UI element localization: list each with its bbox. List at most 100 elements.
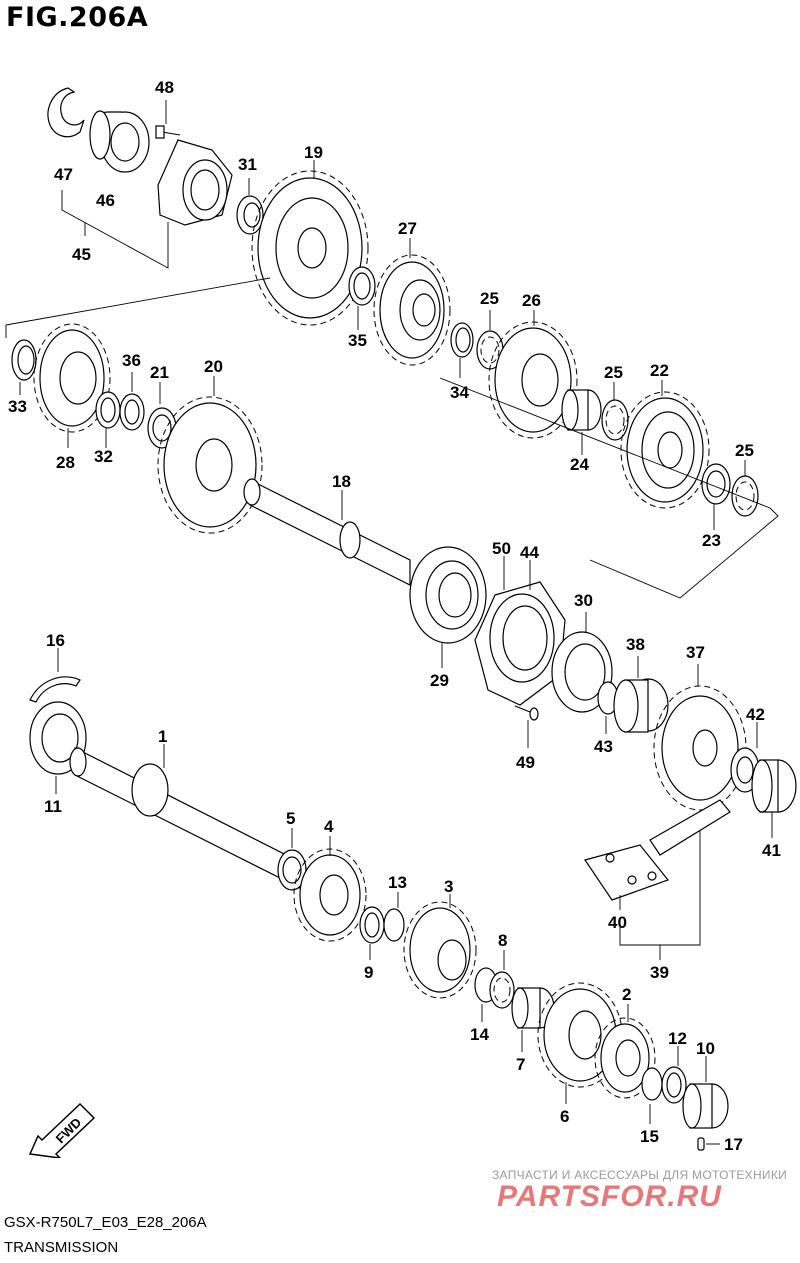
gear-28 — [33, 323, 111, 448]
callout-12: 12 — [668, 1029, 687, 1048]
callout-45: 45 — [72, 245, 91, 264]
callout-1: 1 — [158, 727, 167, 746]
callout-49: 49 — [516, 753, 535, 772]
callout-26: 26 — [522, 291, 541, 310]
bushing-5 — [277, 828, 307, 891]
spacer-38 — [613, 656, 669, 733]
figure-subtitle: TRANSMISSION — [4, 1239, 119, 1256]
callout-36: 36 — [122, 351, 141, 370]
drive-chain-39 — [619, 799, 731, 960]
circlip-15 — [641, 1067, 663, 1124]
callout-3: 3 — [444, 877, 453, 896]
forward-arrow-icon: FWD — [28, 1102, 96, 1158]
callout-31: 31 — [238, 155, 257, 174]
callout-9: 9 — [364, 963, 373, 982]
washer-12 — [661, 1046, 687, 1104]
driveshaft-1 — [69, 744, 301, 889]
callout-4: 4 — [324, 817, 334, 836]
bolt-48 — [155, 100, 181, 139]
callout-24: 24 — [570, 455, 589, 474]
callout-22: 22 — [650, 361, 669, 380]
callout-38: 38 — [626, 635, 645, 654]
callout-16: 16 — [46, 631, 65, 650]
callout-44: 44 — [520, 543, 539, 562]
callout-23: 23 — [702, 531, 721, 550]
callout-2: 2 — [622, 985, 631, 1004]
circlip-34 — [450, 322, 474, 378]
callout-17: 17 — [724, 1135, 743, 1154]
callout-11: 11 — [44, 797, 62, 816]
needle-bearing-24 — [561, 389, 602, 455]
retainer-44 — [474, 556, 566, 706]
callout-27: 27 — [398, 219, 417, 238]
callout-32: 32 — [94, 447, 113, 466]
callout-30: 30 — [574, 591, 593, 610]
bracket-45 — [61, 190, 169, 269]
needle-bearing-46 — [89, 110, 150, 173]
callout-25c: 25 — [735, 441, 754, 460]
callout-10: 10 — [696, 1039, 715, 1058]
splined-washer-25a — [476, 310, 504, 370]
callout-46: 46 — [96, 191, 115, 210]
callout-50: 50 — [492, 539, 511, 558]
splined-washer-25c — [731, 460, 759, 517]
callout-15: 15 — [640, 1127, 659, 1146]
gear-3 — [403, 894, 477, 999]
callout-42: 42 — [746, 705, 765, 724]
bearing-29 — [409, 546, 487, 668]
watermark-logo: PARTSFOR.RU — [497, 1180, 722, 1213]
callout-5: 5 — [286, 809, 295, 828]
gear-22 — [620, 380, 710, 509]
callout-43: 43 — [594, 737, 613, 756]
callout-21: 21 — [150, 363, 169, 382]
gear-6 — [537, 982, 623, 1104]
callout-37: 37 — [686, 643, 705, 662]
washer-9 — [359, 906, 385, 960]
oil-seal-30 — [551, 612, 613, 713]
circlip-16 — [29, 648, 81, 703]
callout-14: 14 — [470, 1025, 489, 1044]
bushing-31 — [236, 178, 264, 235]
callout-20: 20 — [204, 357, 223, 376]
sprocket-37 — [653, 664, 747, 811]
callout-8: 8 — [498, 931, 507, 950]
gear-26 — [488, 310, 578, 439]
callout-25b: 25 — [604, 363, 623, 382]
callout-29: 29 — [430, 671, 449, 690]
bushing-23 — [701, 463, 731, 530]
countershaft-18 — [243, 478, 411, 586]
figure-code: GSX-R750L7_E03_E28_206A — [4, 1214, 207, 1231]
gear-27 — [373, 238, 451, 366]
callout-48: 48 — [155, 78, 174, 97]
splined-washer-8 — [489, 950, 515, 1009]
callout-41: 41 — [762, 841, 781, 860]
callout-6: 6 — [560, 1107, 569, 1126]
gear-4 — [293, 836, 367, 942]
circlip-33 — [11, 339, 37, 395]
callout-33: 33 — [8, 397, 27, 416]
callout-40: 40 — [608, 913, 627, 932]
circlip-47 — [47, 87, 85, 138]
nut-41 — [751, 759, 797, 838]
countershaft-group-outline — [5, 277, 779, 599]
callout-7: 7 — [516, 1055, 525, 1074]
watermark-tagline: ЗАПЧАСТИ И АКСЕССУАРЫ ДЛЯ МОТОТЕХНИКИ — [492, 1168, 788, 1182]
callout-18: 18 — [332, 472, 351, 491]
callout-34: 34 — [450, 383, 469, 402]
callout-19: 19 — [304, 143, 323, 162]
chain-joint-40 — [584, 844, 669, 910]
callout-47: 47 — [54, 165, 73, 184]
callout-25a: 25 — [480, 289, 499, 308]
bearing-11 — [29, 701, 87, 794]
pin-17 — [697, 1137, 720, 1151]
bearing-retainer — [157, 139, 233, 226]
needle-bearing-10 — [682, 1056, 729, 1129]
callout-13: 13 — [388, 873, 407, 892]
callout-28: 28 — [56, 453, 75, 472]
figure-title: FIG.206A — [6, 2, 149, 33]
splined-washer-25b — [601, 382, 629, 441]
washer-36 — [119, 372, 145, 431]
gear-2 — [594, 1004, 656, 1099]
washer-32 — [95, 391, 121, 448]
